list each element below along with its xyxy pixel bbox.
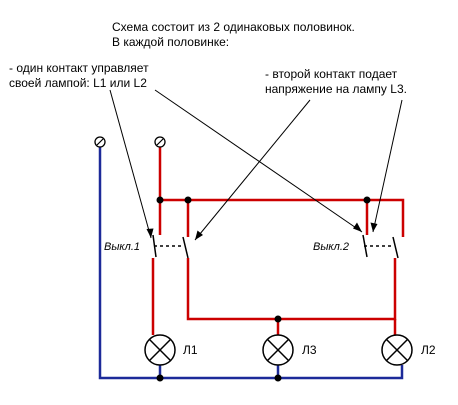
annotation-arrows — [109, 89, 403, 241]
terminal-slashes — [96, 138, 164, 146]
terminals — [94, 136, 166, 148]
note-left-line-1: - один контакт управляет — [9, 61, 149, 75]
arrow-heads — [146, 222, 378, 240]
arrow-left-to-sw1 — [109, 89, 152, 239]
switch-1-contacts — [152, 234, 399, 259]
note-left-line-2: своей лампой: L1 или L2 — [9, 76, 147, 90]
arrow-right-to-sw2 — [372, 99, 403, 233]
junction-nodes — [156, 196, 371, 382]
sw1-out-to-l3-loop — [186, 258, 397, 321]
lamp-l2-label: Л2 — [421, 343, 436, 357]
lamp-l2-icon — [381, 334, 413, 366]
lamps — [144, 334, 413, 366]
arrow-right-to-sw1 — [194, 99, 311, 241]
neutral-wires — [98, 147, 404, 380]
lamp-l3-label: Л3 — [302, 343, 317, 357]
arrow-left-to-sw2 — [154, 89, 363, 233]
lamp-l1-label: Л1 — [183, 343, 198, 357]
lamp-l3-icon — [262, 334, 294, 366]
sw2-contact-b — [392, 236, 399, 259]
sw1-contact-b — [182, 236, 189, 259]
neutral-main-wire — [98, 147, 404, 380]
note-right-line-2: напряжение на лампу L3. — [265, 82, 407, 96]
phase-top-bus — [160, 198, 405, 237]
header-line-1: Схема состоит из 2 одинаковых половинок. — [112, 20, 355, 34]
switch-1-label: Выкл.1 — [104, 241, 141, 253]
phase-wires — [151, 147, 405, 335]
note-right-line-1: - второй контакт подает — [265, 67, 398, 81]
switch-2-label: Выкл.2 — [313, 241, 350, 253]
lamp-l1-icon — [144, 334, 176, 366]
header-line-2: В каждой половинке: — [112, 35, 230, 49]
